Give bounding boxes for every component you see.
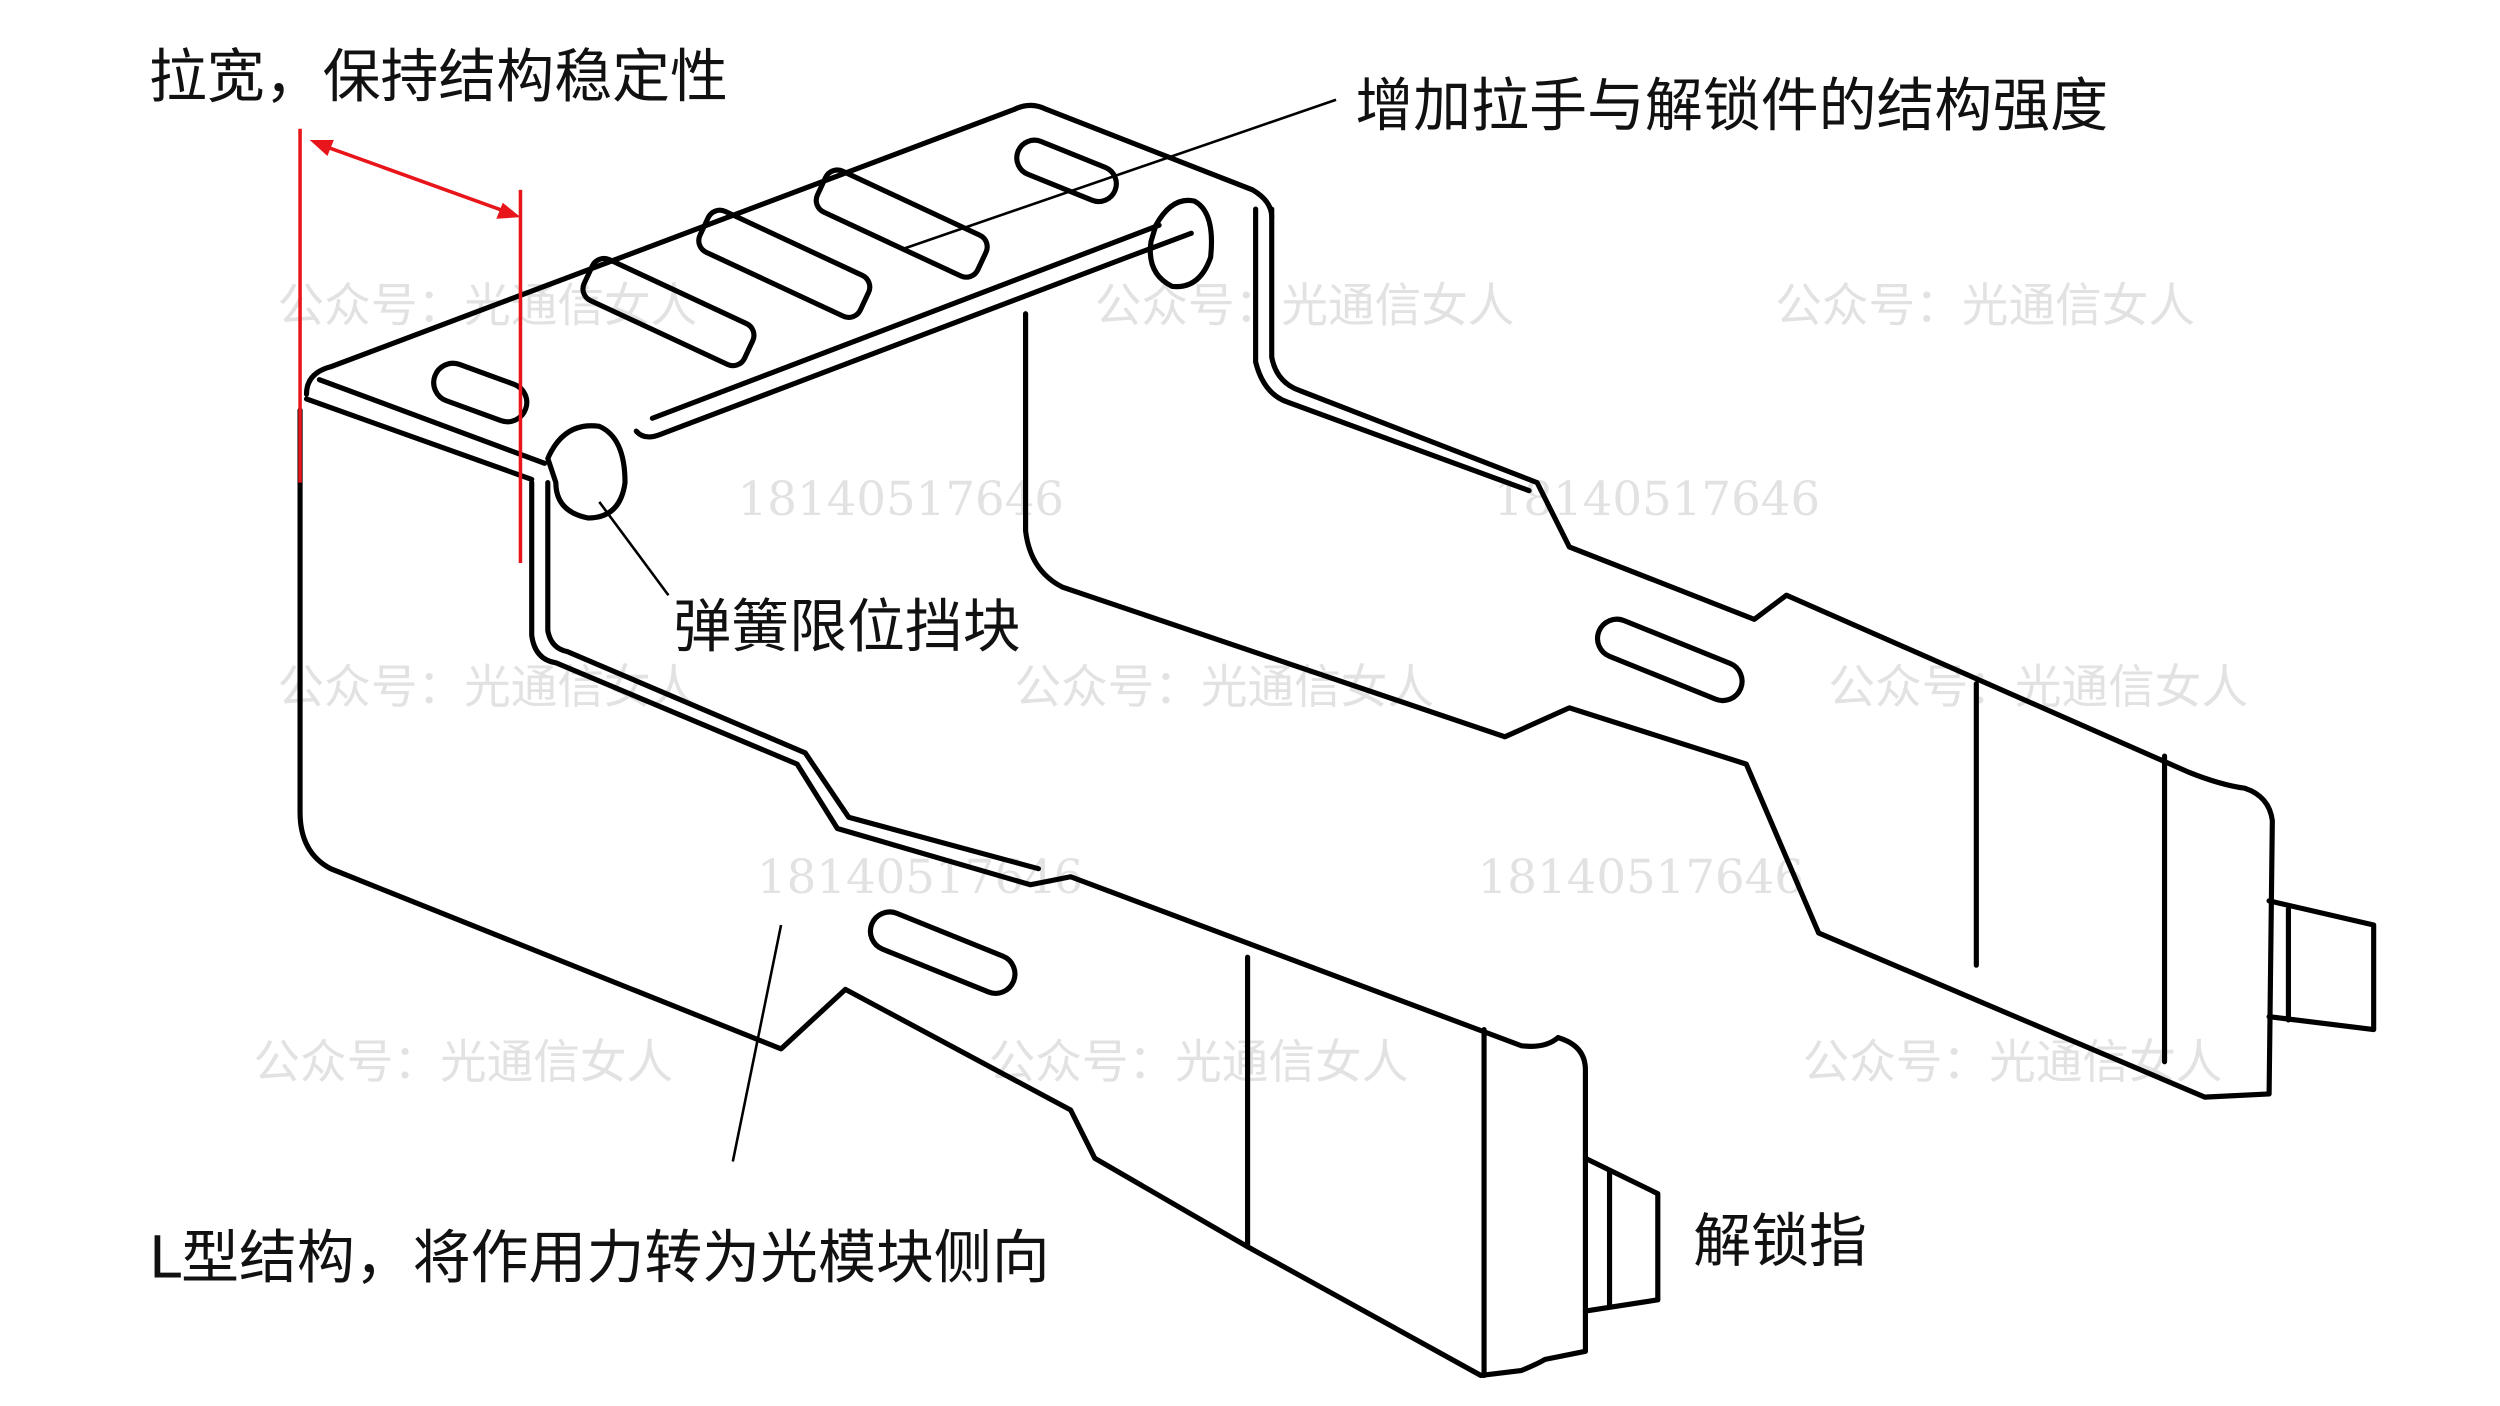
label-spring-stop: 弹簧限位挡块 — [673, 593, 1020, 661]
label-unlock-finger: 解锁指 — [1693, 1207, 1867, 1275]
watermark-phone: 18140517646 — [738, 473, 1064, 527]
watermark-account: 公众号：光通信女人 — [1095, 280, 1515, 334]
watermark-account: 公众号：光通信女人 — [989, 1036, 1409, 1090]
label-l-structure: L型结构，将作用力转为光模块侧向 — [149, 1223, 1050, 1291]
leader-line — [731, 924, 783, 1162]
leader-line — [598, 501, 670, 596]
watermark-account: 公众号：光通信女人 — [278, 661, 698, 715]
width-annotation — [298, 128, 523, 564]
watermark-account: 公众号：光通信女人 — [1803, 1036, 2223, 1090]
watermarks: 公众号：光通信女人 公众号：光通信女人 公众号：光通信女人 公众号：光通信女人 … — [253, 280, 2248, 1090]
label-strength: 增加拉手与解锁件的结构强度 — [1355, 71, 2108, 139]
watermark-account: 公众号：光通信女人 — [1775, 280, 2195, 334]
label-widen: 拉宽，保持结构稳定性 — [149, 43, 728, 111]
leader-line — [901, 98, 1337, 251]
watermark-account: 公众号：光通信女人 — [1014, 661, 1434, 715]
watermark-account: 公众号：光通信女人 — [253, 1036, 673, 1090]
watermark-phone: 18140517646 — [1478, 851, 1804, 905]
latch-drawing — [297, 102, 2377, 1379]
watermark-phone: 18140517646 — [757, 851, 1083, 905]
watermark-phone: 18140517646 — [1494, 473, 1820, 527]
